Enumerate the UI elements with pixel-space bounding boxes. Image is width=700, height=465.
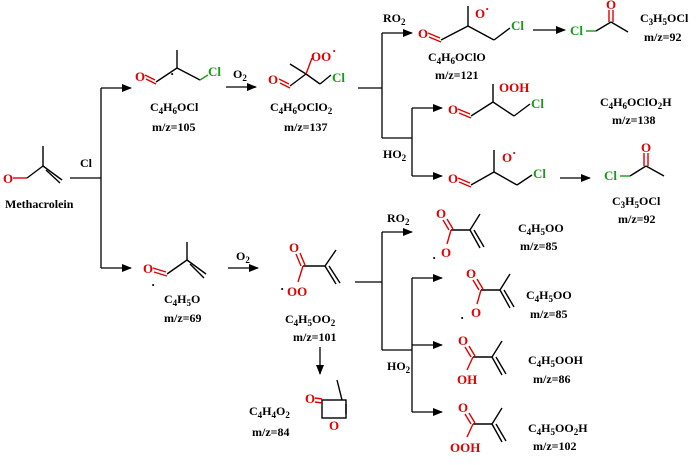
chlorine-atom: Cl [208, 64, 221, 79]
chlorine-atom: Cl [332, 70, 345, 85]
oxygen-atom: O [3, 171, 13, 186]
oxygen-atom: O [436, 206, 446, 221]
c3h5ocl-top-structure: Cl O [570, 0, 629, 38]
oxygen-atom: O [289, 240, 299, 255]
radical-dot: · [485, 1, 489, 16]
reagent-cl: Cl [80, 156, 93, 170]
methacrolein-label: Methacrolein [5, 197, 74, 211]
mz-c4h6oclo: m/z=121 [435, 68, 479, 82]
oxygen-atom: O [606, 0, 616, 12]
c4h6oclo-ho2-structure: O O · Cl [448, 145, 546, 188]
formula-c4h5ooh: C4H5OOH [528, 353, 584, 369]
radical-dot: · [170, 66, 174, 81]
top-right-branch-lines [358, 29, 443, 180]
chlorine-atom: Cl [570, 23, 583, 38]
oxy-radical-o: O [471, 305, 481, 320]
formula-c4h6oclo2: C4H6OClO2 [270, 100, 333, 116]
hydroperoxy-ooh: OOH [450, 440, 480, 455]
c4h5oo-b-structure: O O · [460, 266, 515, 325]
formula-c4h4o2: C4H4O2 [249, 404, 290, 420]
hydroperoxy-ooh: OOH [499, 80, 529, 95]
formula-c4h6oclo2h: C4H6OClO2H [600, 95, 672, 111]
mz-c4h6ocl: m/z=105 [152, 120, 196, 134]
radical-dot: · [460, 310, 464, 325]
reagent-ho2-top: HO2 [383, 147, 407, 163]
carbonyl-oxygen: O [305, 391, 315, 406]
oxy-radical-o: O [441, 245, 451, 260]
reagent-ro2-bottom: RO2 [387, 211, 410, 227]
oxygen-atom: O [448, 102, 458, 117]
reagent-o2-bottom: O2 [236, 249, 250, 265]
formula-c3h5ocl-top: C3H5OCl [640, 11, 689, 27]
c4h6oclo2-structure: O OO · Cl [268, 43, 345, 89]
radical-dot: · [280, 281, 284, 296]
radical-dot: · [432, 250, 436, 265]
oxygen-atom: O [458, 400, 468, 415]
mz-c4h5o: m/z=69 [164, 311, 202, 325]
c4h5ooh-structure: O OH [457, 333, 507, 387]
mz-c4h5oo-a: m/z=85 [520, 239, 558, 253]
oxygen-atom: O [418, 26, 428, 41]
mz-c4h6oclo2: m/z=137 [284, 120, 328, 134]
oxygen-atom: O [458, 333, 468, 348]
chlorine-atom: Cl [531, 96, 544, 111]
oxygen-atom: O [641, 140, 651, 155]
formula-c4h5o: C4H5O [164, 292, 200, 308]
oxygen-atom: O [143, 261, 153, 276]
hydroxyl-oh: OH [457, 372, 477, 387]
oxygen-atom: O [466, 266, 476, 281]
bottom-right-branch-lines [355, 228, 443, 416]
ring-oxygen: O [329, 418, 339, 433]
radical-dot: · [151, 277, 155, 292]
mz-c4h5ooh: m/z=86 [533, 372, 571, 386]
c4h5o-structure: O · [143, 242, 207, 292]
oxy-radical-o: O [475, 6, 485, 21]
formula-c4h6oclo: C4H6OClO [428, 50, 486, 66]
chlorine-atom: Cl [604, 168, 617, 183]
c4h5oo2h-structure: O OOH [450, 400, 507, 455]
formula-c4h5oo2h: C4H5OO2H [528, 421, 588, 437]
mz-c4h5oo-b: m/z=85 [530, 307, 568, 321]
c3h5ocl-bottom-structure: Cl O [604, 140, 665, 183]
peroxy-oo: OO [311, 49, 331, 64]
oxygen-atom: O [268, 72, 278, 87]
formula-c4h5oo-b: C4H5OO [526, 288, 572, 304]
mz-c4h5oo2h: m/z=102 [533, 439, 577, 453]
c4h5oo-a-structure: O O · [432, 206, 485, 265]
oxy-radical-o: O [502, 150, 512, 165]
c4h6ocl-structure: O · Cl [135, 50, 221, 85]
mz-c4h5oo2: m/z=101 [293, 330, 337, 344]
formula-c4h5oo-a: C4H5OO [518, 221, 564, 237]
formula-c4h5oo2: C4H5OO2 [285, 312, 336, 328]
reagent-o2-top: O2 [233, 67, 247, 83]
peroxy-oo: OO [287, 284, 307, 299]
oxygen-atom: O [448, 171, 458, 186]
chlorine-atom: Cl [511, 18, 524, 33]
reagent-ro2-top: RO2 [383, 11, 406, 27]
reagent-ho2-bottom: HO2 [387, 359, 411, 375]
methacrolein-structure: O [3, 146, 63, 186]
formula-c3h5ocl-bottom: C3H5OCl [612, 194, 661, 210]
c4h6oclo2h-structure: O OOH Cl [448, 80, 544, 119]
c4h6oclo-structure: O O · Cl [418, 1, 524, 43]
mz-c4h4o2: m/z=84 [252, 425, 290, 439]
radical-dot: · [332, 43, 336, 58]
mz-c4h6oclo2h: m/z=138 [612, 113, 656, 127]
formula-c4h6ocl: C4H6OCl [150, 100, 199, 116]
c4h5oo2-structure: O OO · [280, 240, 341, 299]
mz-c3h5ocl-bottom: m/z=92 [618, 212, 656, 226]
radical-dot: · [512, 145, 516, 160]
oxygen-atom: O [135, 69, 145, 84]
c4h4o2-structure: O O [305, 379, 347, 433]
chlorine-atom: Cl [533, 166, 546, 181]
mz-c3h5ocl-top: m/z=92 [644, 30, 682, 44]
cl-branch-lines [70, 84, 132, 272]
